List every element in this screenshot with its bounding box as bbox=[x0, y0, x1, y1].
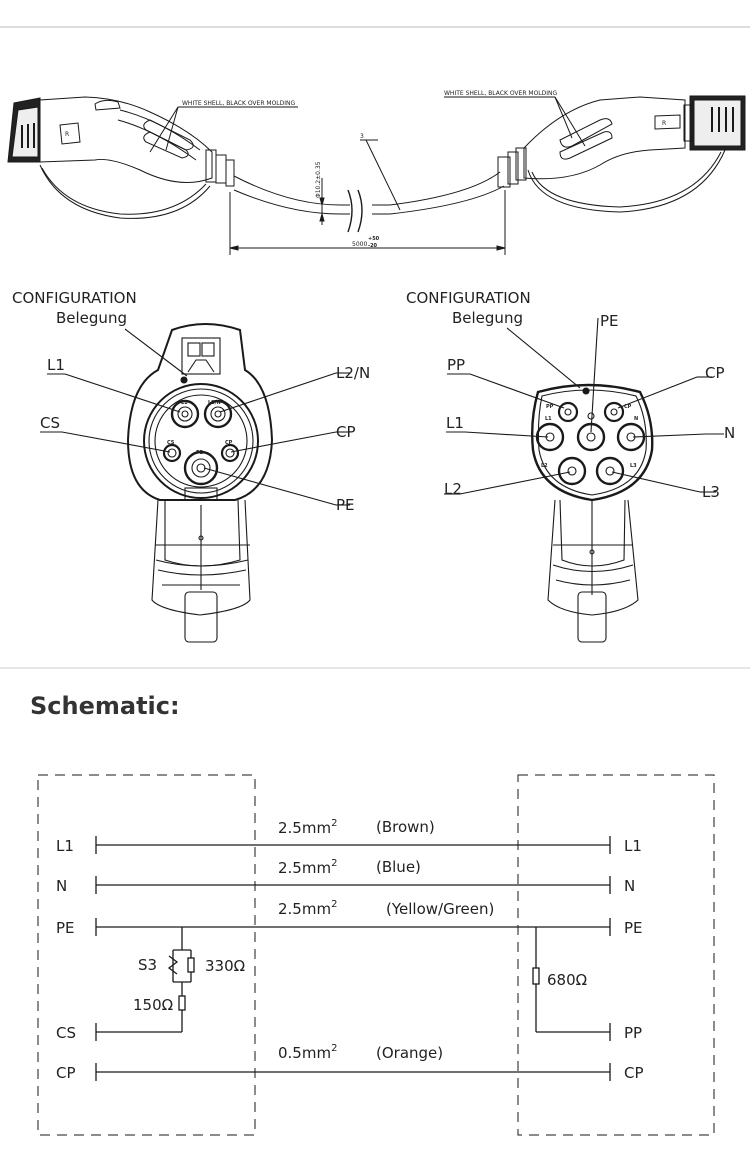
type2-pin-mark-n: N bbox=[634, 416, 638, 422]
type2-label-pe: PE bbox=[600, 312, 619, 330]
schematic-right-pin-n: N bbox=[624, 877, 635, 895]
right-shell-note: WHITE SHELL, BLACK OVER MOLDING bbox=[444, 90, 558, 97]
type2-label-l2: L2 bbox=[444, 480, 462, 498]
type2-pin-mark-cp: CP bbox=[624, 404, 632, 410]
schematic-right-pin-pp: PP bbox=[624, 1024, 642, 1042]
schematic-left-pin-cp: CP bbox=[56, 1064, 76, 1082]
schematic-right-pin-l1: L1 bbox=[624, 837, 642, 855]
type1-pin-mark-l2n: L2/N bbox=[208, 400, 221, 406]
wire-pe-color: (Yellow/Green) bbox=[386, 900, 494, 918]
resistor-150-label: 150Ω bbox=[133, 996, 173, 1014]
schematic-left-pin-cs: CS bbox=[56, 1024, 76, 1042]
cable-drawing: R bbox=[0, 26, 750, 255]
left-shell-note: WHITE SHELL, BLACK OVER MOLDING bbox=[182, 100, 296, 107]
type1-label-cs: CS bbox=[40, 414, 60, 432]
wire-cp-color: (Orange) bbox=[376, 1044, 443, 1062]
switch-s3-label: S3 bbox=[138, 956, 157, 974]
type2-front-view bbox=[444, 317, 724, 643]
length-tolerance-bottom: -20 bbox=[368, 243, 378, 249]
wire-n-size: 2.5mm2 bbox=[278, 858, 337, 877]
type1-config-title: CONFIGURATION bbox=[12, 289, 137, 307]
type2-label-l3: L3 bbox=[702, 483, 720, 501]
schematic-heading: Schematic: bbox=[30, 692, 180, 720]
svg-text:R: R bbox=[662, 120, 666, 127]
schematic-right-pin-cp: CP bbox=[624, 1064, 644, 1082]
left-plug-profile: R bbox=[7, 96, 235, 219]
type2-pin-mark-pp: PP bbox=[546, 404, 554, 410]
type2-label-n: N bbox=[724, 424, 735, 442]
type2-label-cp: CP bbox=[705, 364, 725, 382]
type2-config-subtitle: Belegung bbox=[452, 309, 523, 327]
type1-front-view bbox=[40, 323, 350, 643]
type2-pin-mark-l2: L2 bbox=[541, 463, 548, 469]
type1-label-cp: CP bbox=[336, 423, 356, 441]
right-plug-profile: R bbox=[497, 95, 746, 213]
type2-pin-mark-l3: L3 bbox=[630, 463, 637, 469]
wire-l1-color: (Brown) bbox=[376, 818, 435, 836]
wire-cp-size: 0.5mm2 bbox=[278, 1043, 337, 1062]
type1-label-l2n: L2/N bbox=[336, 364, 370, 382]
svg-text:R: R bbox=[65, 131, 69, 138]
length-dimension: 5000 bbox=[352, 241, 367, 248]
resistor-680-label: 680Ω bbox=[547, 971, 587, 989]
diameter-dimension: Φ10.2±0.35 bbox=[315, 161, 322, 198]
type1-pin-mark-l1: L1 bbox=[181, 400, 188, 406]
wire-l1-size: 2.5mm2 bbox=[278, 818, 337, 837]
schematic-left-pin-n: N bbox=[56, 877, 67, 895]
type1-label-pe: PE bbox=[336, 496, 355, 514]
part-number: 3 bbox=[360, 133, 364, 140]
type1-pin-mark-cp: CP bbox=[225, 440, 233, 446]
resistor-330-label: 330Ω bbox=[205, 957, 245, 975]
type2-label-l1: L1 bbox=[446, 414, 464, 432]
type1-config-subtitle: Belegung bbox=[56, 309, 127, 327]
schematic-diagram bbox=[37, 774, 715, 1136]
type1-pin-mark-pe: PE bbox=[196, 450, 204, 456]
schematic-right-pin-pe: PE bbox=[624, 919, 643, 937]
schematic-left-pin-pe: PE bbox=[56, 919, 75, 937]
type2-pin-mark-l1: L1 bbox=[545, 416, 552, 422]
type1-pin-mark-cs: CS bbox=[167, 440, 175, 446]
type2-config-title: CONFIGURATION bbox=[406, 289, 531, 307]
schematic-left-pin-l1: L1 bbox=[56, 837, 74, 855]
wire-n-color: (Blue) bbox=[376, 858, 421, 876]
wire-pe-size: 2.5mm2 bbox=[278, 899, 337, 918]
type2-label-pp: PP bbox=[447, 356, 465, 374]
type1-label-l1: L1 bbox=[47, 356, 65, 374]
length-tolerance-top: +50 bbox=[368, 236, 380, 242]
